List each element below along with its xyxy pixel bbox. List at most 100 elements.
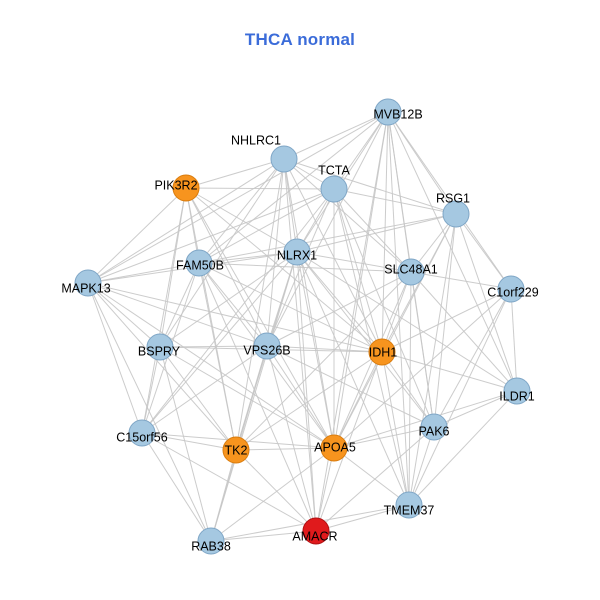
edge-MVB12B-IDH1 (381, 111, 389, 353)
node-label-PAK6: PAK6 (418, 424, 449, 438)
edge-NLRX1-APOA5 (296, 251, 335, 449)
edge-SLC48A1-TK2 (235, 271, 412, 451)
edge-C1orf229-IDH1 (381, 288, 512, 353)
edge-NHLRC1-FAM50B (198, 158, 285, 264)
node-VPS26B (253, 332, 281, 360)
node-label-RSG1: RSG1 (436, 191, 470, 205)
edge-AMACR-RAB38 (210, 530, 317, 542)
edge-MVB12B-NHLRC1 (283, 111, 389, 160)
edge-PIK3R2-NLRX1 (185, 187, 298, 253)
edge-MVB12B-TMEM37 (387, 111, 410, 506)
edge-MVB12B-MAPK13 (87, 111, 389, 284)
edge-RSG1-FAM50B (198, 213, 457, 264)
edge-ILDR1-TMEM37 (408, 390, 518, 506)
edge-FAM50B-NLRX1 (198, 251, 298, 264)
edge-PAK6-TMEM37 (408, 426, 435, 506)
edge-NLRX1-IDH1 (296, 251, 383, 353)
node-label-TMEM37: TMEM37 (384, 503, 435, 517)
edge-NLRX1-TMEM37 (296, 251, 410, 506)
edge-MVB12B-C1orf229 (387, 111, 512, 290)
edge-MAPK13-APOA5 (87, 282, 335, 449)
node-PIK3R2 (172, 174, 200, 202)
edge-C15orf56-TK2 (141, 432, 237, 451)
edge-SLC48A1-VPS26B (266, 271, 412, 347)
edge-BSPRY-RAB38 (159, 346, 212, 542)
edge-TK2-AMACR (235, 449, 317, 532)
edge-FAM50B-SLC48A1 (198, 262, 412, 273)
edge-C15orf56-RAB38 (141, 432, 212, 542)
edge-MVB12B-TCTA (333, 111, 389, 190)
node-label-PIK3R2: PIK3R2 (154, 178, 197, 192)
edge-BSPRY-C15orf56 (141, 346, 161, 434)
edge-C1orf229-TMEM37 (408, 288, 512, 506)
edge-BSPRY-VPS26B (159, 345, 268, 348)
edge-IDH1-APOA5 (333, 351, 383, 449)
node-SLC48A1 (397, 258, 425, 286)
edge-C15orf56-AMACR (141, 432, 317, 532)
node-label-APOA5: APOA5 (314, 440, 356, 454)
edge-FAM50B-VPS26B (198, 262, 268, 347)
node-label-SLC48A1: SLC48A1 (384, 262, 438, 276)
edge-C1orf229-APOA5 (333, 288, 512, 449)
edge-APOA5-AMACR (315, 447, 335, 532)
edge-SLC48A1-PAK6 (410, 271, 435, 428)
edge-MAPK13-RAB38 (87, 282, 212, 542)
node-label-C1orf229: C1orf229 (487, 285, 538, 299)
edge-IDH1-AMACR (315, 351, 383, 532)
node-label-TCTA: TCTA (318, 163, 350, 177)
plot-title: THCA normal (244, 30, 356, 49)
node-label-RAB38: RAB38 (191, 539, 231, 553)
edge-C1orf229-ILDR1 (510, 288, 518, 392)
edge-NHLRC1-AMACR (283, 158, 317, 532)
edge-NLRX1-ILDR1 (296, 251, 518, 392)
edge-RSG1-NLRX1 (296, 213, 457, 253)
node-label-IDH1: IDH1 (369, 345, 398, 359)
edge-SLC48A1-IDH1 (381, 271, 412, 353)
node-TMEM37 (395, 491, 423, 519)
edge-TCTA-SLC48A1 (333, 188, 412, 273)
edge-MAPK13-VPS26B (87, 282, 268, 347)
edge-VPS26B-IDH1 (266, 345, 383, 353)
edge-NLRX1-BSPRY (159, 251, 298, 348)
node-RAB38 (197, 527, 225, 555)
edge-NLRX1-SLC48A1 (296, 251, 412, 273)
edge-FAM50B-BSPRY (159, 262, 200, 348)
node-label-VPS26B: VPS26B (243, 343, 290, 357)
edge-TCTA-PAK6 (333, 188, 435, 428)
node-BSPRY (146, 333, 174, 361)
node-layer (74, 98, 531, 555)
edge-MVB12B-VPS26B (266, 111, 389, 347)
edge-TCTA-IDH1 (333, 188, 383, 353)
edge-SLC48A1-TMEM37 (408, 271, 412, 506)
edge-IDH1-TK2 (235, 351, 383, 451)
node-label-C15orf56: C15orf56 (116, 430, 167, 444)
edge-VPS26B-APOA5 (266, 345, 335, 449)
edge-TK2-APOA5 (235, 447, 335, 451)
node-label-AMACR: AMACR (292, 529, 337, 543)
edge-MAPK13-BSPRY (87, 282, 161, 348)
edge-NLRX1-PAK6 (296, 251, 435, 428)
edge-RSG1-C1orf229 (455, 213, 512, 290)
edge-NLRX1-C15orf56 (141, 251, 298, 434)
edge-TCTA-PIK3R2 (185, 187, 335, 190)
edge-BSPRY-APOA5 (159, 346, 335, 449)
edge-TCTA-RSG1 (333, 188, 457, 215)
edge-NHLRC1-SLC48A1 (283, 158, 412, 273)
node-label-NLRX1: NLRX1 (277, 248, 317, 262)
edge-NHLRC1-APOA5 (283, 158, 335, 449)
node-label-MVB12B: MVB12B (373, 107, 422, 121)
edge-RSG1-PAK6 (433, 213, 457, 428)
node-TCTA (320, 175, 348, 203)
node-C1orf229 (497, 275, 525, 303)
edge-NHLRC1-TK2 (235, 158, 285, 451)
edge-MVB12B-FAM50B (198, 111, 389, 264)
edge-TMEM37-AMACR (315, 504, 410, 532)
edge-VPS26B-AMACR (266, 345, 317, 532)
edge-C1orf229-PAK6 (433, 288, 512, 428)
node-label-MAPK13: MAPK13 (61, 281, 110, 295)
edge-SLC48A1-C1orf229 (410, 271, 512, 290)
node-IDH1 (368, 338, 396, 366)
node-NLRX1 (283, 238, 311, 266)
edge-PIK3R2-VPS26B (185, 187, 268, 347)
node-TK2 (222, 436, 250, 464)
